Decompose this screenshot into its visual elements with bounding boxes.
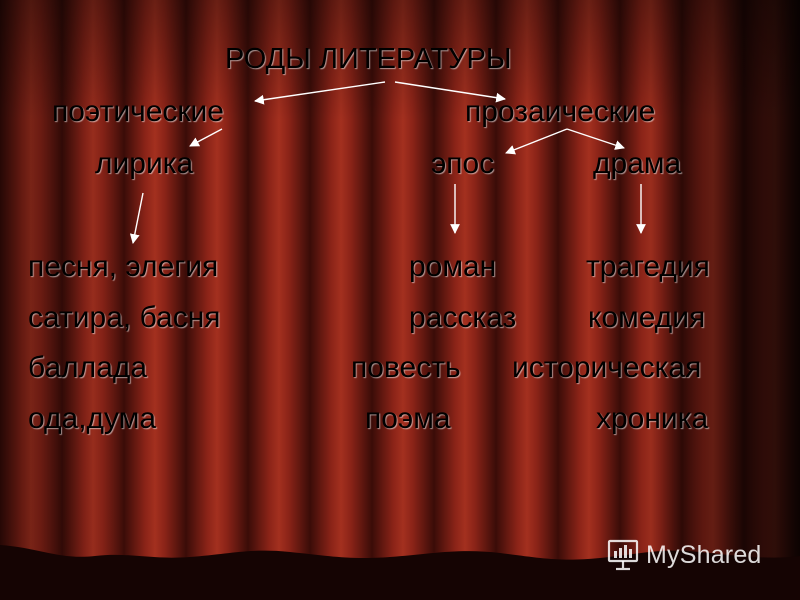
presentation-board-icon: [607, 539, 639, 571]
diagram-title: РОДЫ ЛИТЕРАТУРЫ: [225, 43, 512, 75]
arrow-prosaic-to-drama: [566, 128, 625, 150]
genre-drama-3: историческая: [512, 351, 702, 384]
genre-lyric-1: песня, элегия: [28, 250, 219, 283]
branch-poetic: поэтические: [52, 95, 224, 128]
arrow-lyric-to-genres: [129, 192, 144, 244]
arrow-title-to-prosaic: [394, 81, 506, 103]
kind-epic: эпос: [431, 147, 495, 180]
genre-epic-4: поэма: [365, 402, 451, 435]
kind-drama: драма: [593, 147, 682, 180]
arrow-poetic-to-lyric: [189, 128, 223, 147]
arrow-prosaic-to-epic: [505, 128, 568, 155]
arrow-title-to-poetic: [254, 81, 386, 105]
genre-drama-2: комедия: [588, 301, 706, 334]
kind-lyric: лирика: [95, 147, 194, 180]
watermark-text: MyShared: [646, 540, 762, 569]
branch-prosaic: прозаические: [465, 95, 656, 128]
genre-lyric-3: баллада: [28, 351, 148, 384]
genre-lyric-4: ода,дума: [28, 402, 157, 435]
watermark: MyShared: [606, 537, 762, 573]
genre-epic-1: роман: [409, 250, 497, 283]
genre-drama-1: трагедия: [586, 250, 710, 283]
genre-epic-2: рассказ: [409, 301, 517, 334]
genre-lyric-2: сатира, басня: [28, 301, 221, 334]
genre-epic-3: повесть: [351, 351, 461, 384]
genre-drama-4: хроника: [596, 402, 709, 435]
